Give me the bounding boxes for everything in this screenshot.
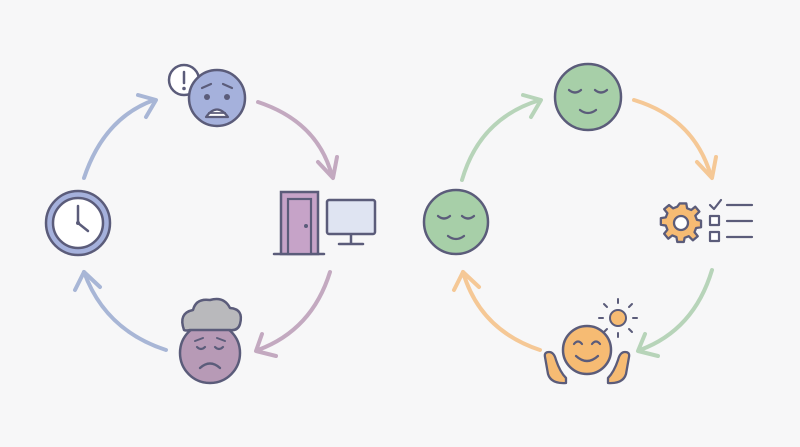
arrowhead-calm-to-tasks <box>695 155 718 180</box>
calm-face-top-icon <box>553 62 623 132</box>
door-and-computer-icon <box>272 190 377 256</box>
arrow-anxious-to-work <box>256 100 334 178</box>
arrow-clock-to-anxious <box>82 98 156 180</box>
arrow-work-to-sad <box>256 270 332 352</box>
arrow-happy-to-calm <box>461 270 542 352</box>
anxious-face-icon <box>167 63 247 128</box>
arrowhead-work-to-sad <box>254 332 278 358</box>
arrowhead-sad-to-clock <box>73 270 102 292</box>
arrow-sad-to-clock <box>82 270 168 352</box>
right-hand-icon <box>606 350 631 385</box>
arrowhead-happy-to-calm <box>452 270 481 292</box>
calm-face-left-icon <box>422 188 490 256</box>
sad-face-cloud-icon <box>178 297 243 385</box>
sun-icon <box>598 298 638 338</box>
arrow-calm-left-to-top <box>460 98 542 182</box>
gear-icon <box>659 202 703 244</box>
checklist-icon <box>708 198 754 243</box>
arrowhead-clock-to-anxious <box>136 93 158 119</box>
right-cycle <box>452 93 718 358</box>
arrow-calm-to-tasks <box>632 98 713 178</box>
left-hand-icon <box>543 350 568 385</box>
arrow-tasks-to-happy <box>638 268 714 352</box>
arrowhead-anxious-to-work <box>316 155 339 180</box>
arrowhead-calm-left-to-top <box>521 93 543 119</box>
clock-icon <box>44 189 112 257</box>
happy-face-sun-icon <box>543 298 638 385</box>
arrowhead-tasks-to-happy <box>636 332 660 358</box>
left-cycle <box>73 93 339 358</box>
gear-checklist-icon <box>659 198 754 244</box>
